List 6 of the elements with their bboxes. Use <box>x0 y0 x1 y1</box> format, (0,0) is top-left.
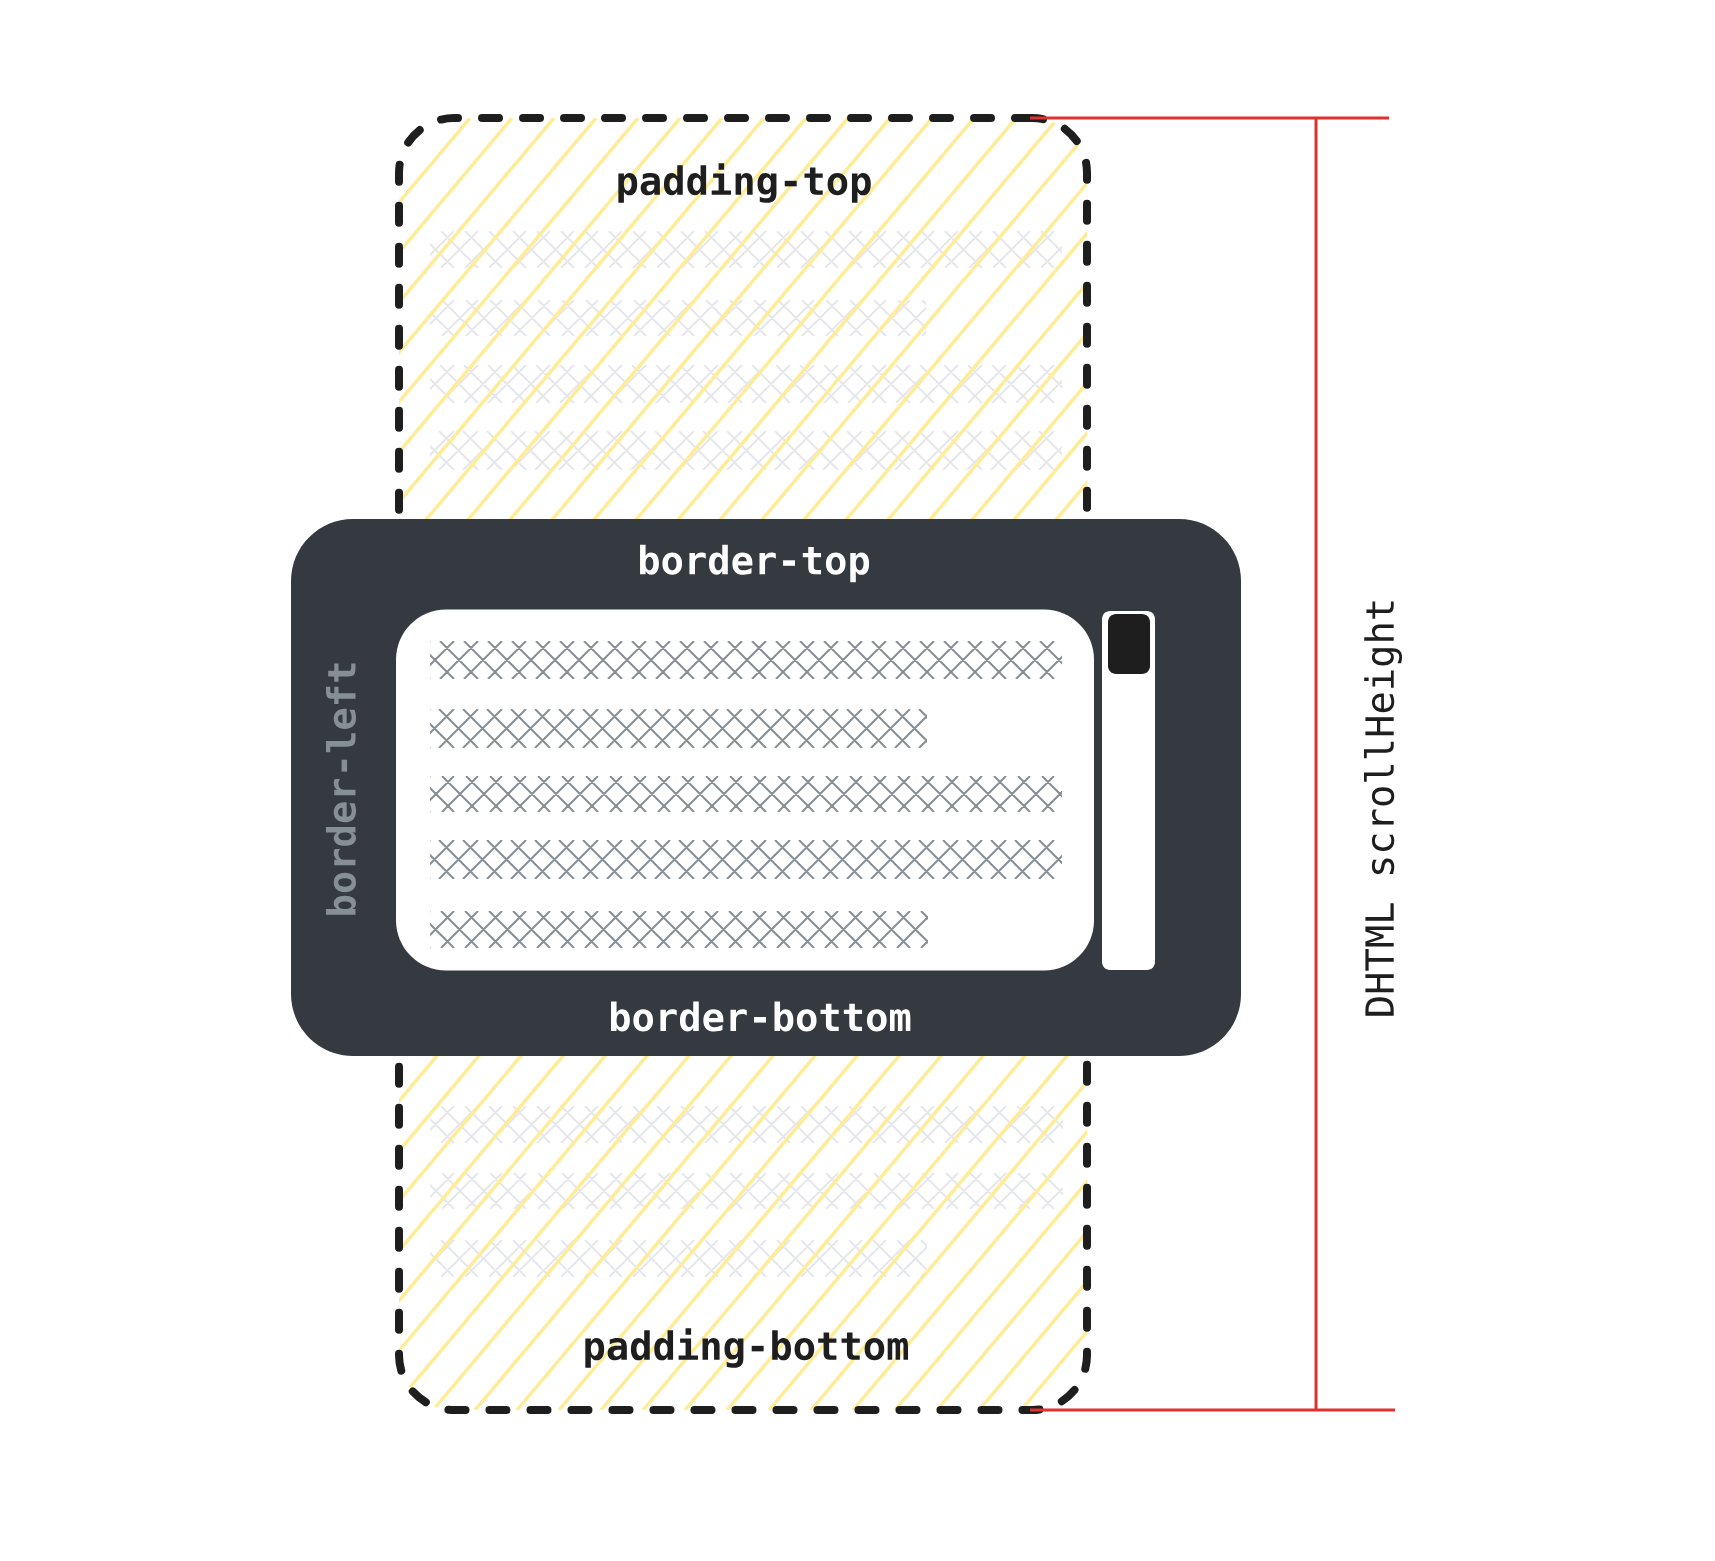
box-label: border-top <box>640 544 870 583</box>
box-label: border-bottom <box>611 1001 911 1032</box>
dimension-label: DHTML scrollHeight <box>1364 601 1403 1016</box>
box-label: padding-bottom <box>585 1328 908 1368</box>
box-label: padding-top <box>618 163 871 203</box>
box-label: border-left <box>326 663 356 915</box>
